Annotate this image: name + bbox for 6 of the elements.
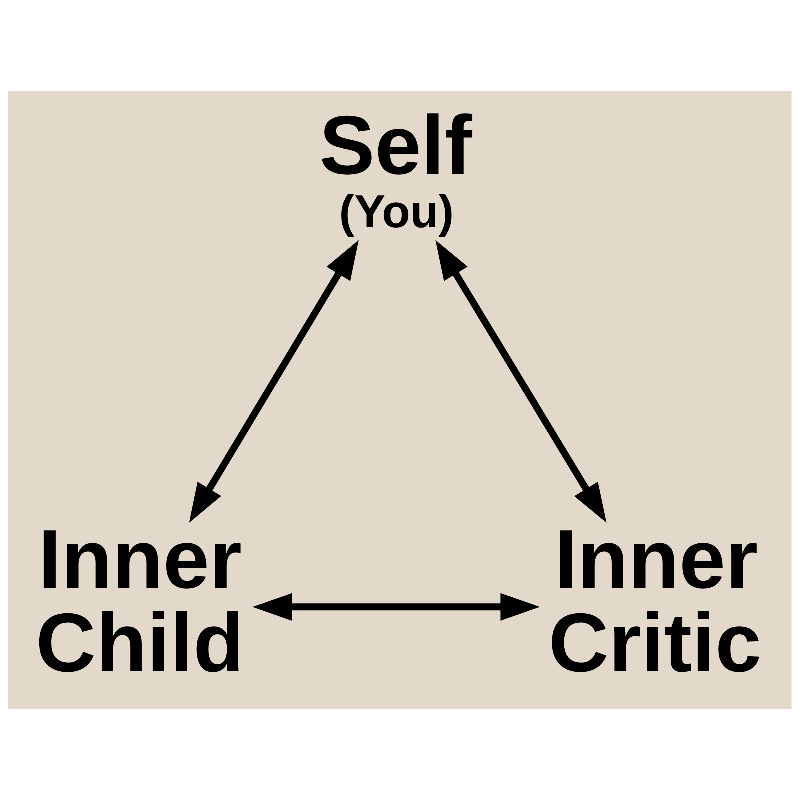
arrow — [252, 593, 540, 621]
node-text: Inner Critic — [548, 513, 762, 690]
arrow — [189, 240, 359, 523]
node-text: Self (You) — [320, 98, 472, 238]
node-text: Inner Child — [36, 513, 244, 690]
arrow — [436, 240, 607, 523]
